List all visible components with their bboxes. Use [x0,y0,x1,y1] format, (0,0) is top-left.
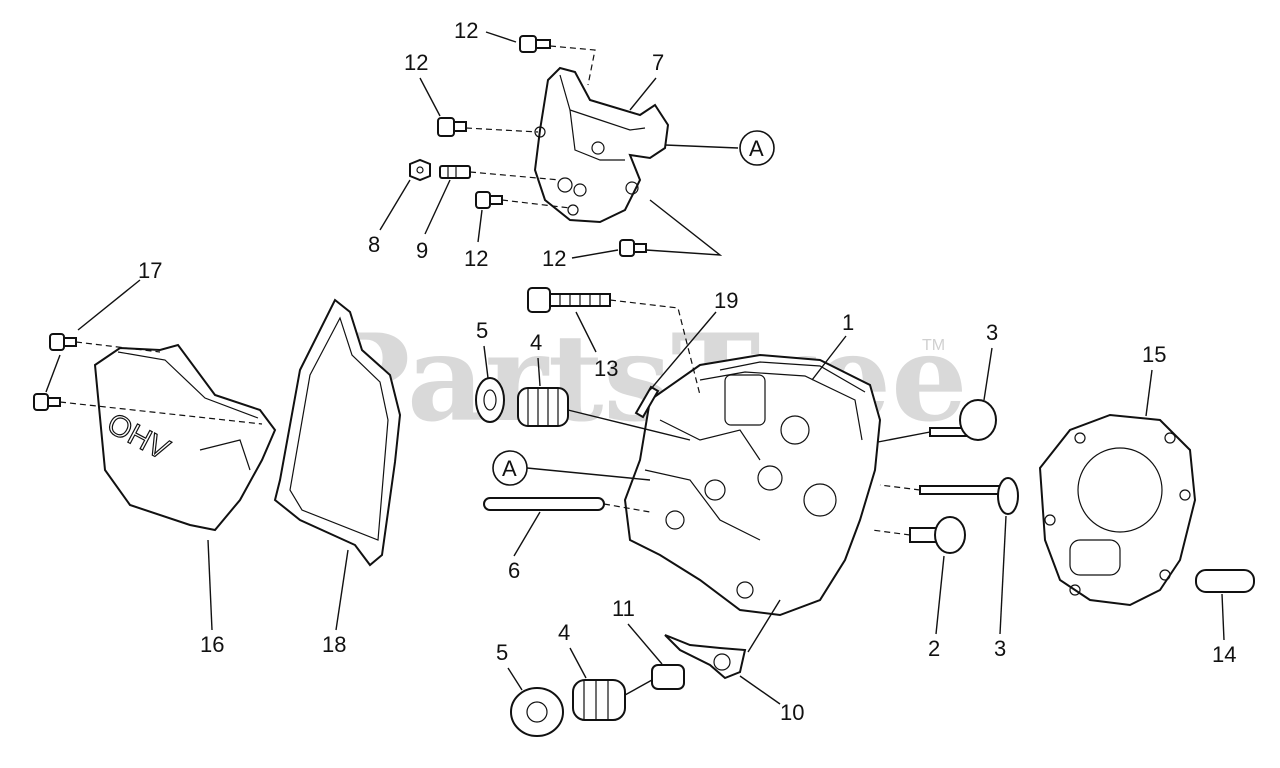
label-3-upper: 3 [986,320,998,345]
bolt-12-mid [475,191,503,209]
head-bolt-13 [527,287,611,313]
bolt-17-lower [33,393,61,411]
label-12-left: 12 [404,50,428,75]
label-10: 10 [780,700,804,725]
label-12-lower: 12 [542,246,566,271]
reference-marker-a-top: A [739,130,775,166]
label-1: 1 [842,310,854,335]
label-5-upper: 5 [476,318,488,343]
rocker-arm-10 [664,634,747,680]
label-17: 17 [138,258,162,283]
ref-a-mid-label: A [502,456,517,481]
cover-gasket-18 [273,298,402,567]
valve-seal-2 [909,516,966,554]
bolt-17-upper [49,333,77,351]
label-3-lower: 3 [994,636,1006,661]
label-19: 19 [714,288,738,313]
valve-cover-16: OHV [93,343,277,532]
label-16: 16 [200,632,224,657]
label-6: 6 [508,558,520,583]
valve-spring-4-upper [517,387,569,427]
nut-8 [409,158,431,182]
valve-retainer-5-lower [510,687,564,737]
label-11: 11 [612,596,635,621]
label-15: 15 [1142,342,1166,367]
bolt-12-left [437,117,467,137]
bolt-12-top [519,35,551,53]
label-4-upper: 4 [530,330,542,355]
valve-spring-4-lower [572,679,626,721]
label-13: 13 [594,356,618,381]
dowel-pin-14 [1195,569,1255,593]
label-5-lower: 5 [496,640,508,665]
rocker-stud-11 [651,664,685,690]
stud-19 [634,385,660,419]
label-14: 14 [1212,642,1236,667]
label-12-mid: 12 [464,246,488,271]
label-4-lower: 4 [558,620,570,645]
push-rod-6 [483,497,605,511]
watermark-tm: TM [922,337,945,354]
label-12-top: 12 [454,18,478,43]
label-2: 2 [928,636,940,661]
exhaust-valve-3-lower [919,477,1019,515]
valve-retainer-5-upper [475,377,505,423]
ref-a-top-label: A [749,136,764,161]
label-8: 8 [368,232,380,257]
label-7: 7 [652,50,664,75]
label-9: 9 [416,238,428,263]
reference-marker-a-mid: A [492,450,528,486]
cylinder-head-1 [623,353,882,617]
stud-9 [439,165,471,179]
bolt-12-lower [619,239,647,257]
label-18: 18 [322,632,346,657]
bracket-assembly-7 [533,66,670,224]
head-gasket-15 [1038,413,1197,607]
